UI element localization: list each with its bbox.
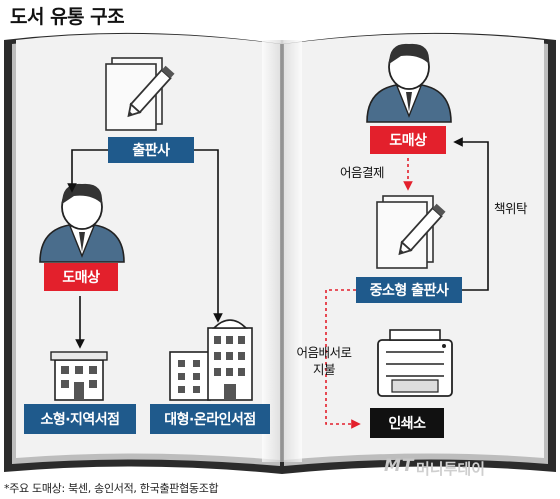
footnote: *주요 도매상: 북센, 송인서적, 한국출판협동조합 xyxy=(4,482,219,495)
small-store-box: 소형·지역서점 xyxy=(24,404,136,434)
arrow-smb-to-wholesaler xyxy=(453,137,489,291)
label-promissory-note: 어음결제 xyxy=(340,165,385,180)
printer-box: 인쇄소 xyxy=(370,408,444,438)
document-pen-icon-right xyxy=(376,195,446,269)
arrow-publisher-to-wholesaler xyxy=(67,149,108,193)
document-pen-icon xyxy=(105,57,175,131)
large-building-icon xyxy=(169,319,253,401)
brand-name: 머니투데이 xyxy=(416,460,486,478)
arrow-smb-to-printer xyxy=(325,289,361,429)
label-pay-by-note-line2: 지불 xyxy=(312,362,336,377)
book-spine xyxy=(262,40,302,462)
label-pay-by-note-line1: 어음배서로 xyxy=(296,345,352,360)
person-icon-left xyxy=(39,183,125,263)
arrow-publisher-to-large-store xyxy=(194,149,223,323)
page-title: 도서 유통 구조 xyxy=(10,6,125,28)
person-icon-right xyxy=(366,43,452,123)
small-building-icon xyxy=(50,351,108,401)
publisher-box: 출판사 xyxy=(108,137,194,163)
smb-publisher-box: 중소형 출판사 xyxy=(356,277,462,303)
label-pay-by-note: 어음배서로 지불 xyxy=(282,344,366,378)
wholesaler-box-right: 도매상 xyxy=(370,126,446,154)
large-store-box: 대형·온라인서점 xyxy=(150,404,270,434)
brand-logo: MT xyxy=(384,456,415,476)
printer-icon xyxy=(377,329,453,397)
wholesaler-box-left: 도매상 xyxy=(44,263,118,291)
label-consignment: 책위탁 xyxy=(494,201,528,216)
